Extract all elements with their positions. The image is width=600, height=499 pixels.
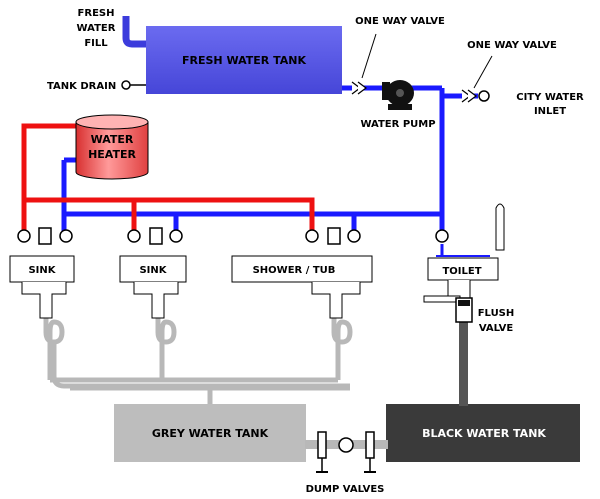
one-way-valve-right-label: ONE WAY VALVE bbox=[467, 40, 557, 51]
city-water-inlet-icon bbox=[478, 90, 490, 102]
faucet-handles bbox=[17, 227, 449, 245]
fresh-water-fill-label-3: FILL bbox=[84, 38, 108, 49]
one-way-valve-right bbox=[461, 55, 493, 103]
flush-valve-label-2: VALVE bbox=[479, 323, 514, 334]
water-heater-icon bbox=[75, 114, 149, 180]
water-heater-label-2: HEATER bbox=[88, 148, 136, 161]
fresh-water-tank-label: FRESH WATER TANK bbox=[182, 54, 306, 67]
sink-2-label: SINK bbox=[139, 265, 167, 276]
fresh-water-fill-pipe bbox=[122, 16, 146, 48]
one-way-valve-left bbox=[351, 33, 377, 95]
grey-water-tank-label: GREY WATER TANK bbox=[152, 427, 269, 440]
city-water-inlet-label-2: INLET bbox=[534, 106, 566, 117]
grey-pipe-extra bbox=[51, 342, 350, 389]
sink-2 bbox=[119, 255, 187, 319]
tank-drain-valve-icon bbox=[121, 80, 131, 90]
flush-valve-icon bbox=[423, 295, 473, 323]
water-heater-label-1: WATER bbox=[91, 133, 134, 146]
city-water-inlet-label-1: CITY WATER bbox=[516, 92, 584, 103]
black-water-tank-label: BLACK WATER TANK bbox=[422, 427, 546, 440]
toilet bbox=[427, 203, 505, 299]
shower-tub-label: SHOWER / TUB bbox=[253, 265, 336, 276]
black-water-tank bbox=[386, 404, 580, 462]
fresh-water-tank bbox=[146, 26, 342, 94]
sink-1 bbox=[9, 255, 75, 319]
toilet-label: TOILET bbox=[442, 266, 481, 277]
tank-drain-label: TANK DRAIN bbox=[47, 81, 116, 92]
black-water-pipe bbox=[459, 322, 468, 406]
grey-water-tank bbox=[114, 404, 306, 462]
fresh-water-fill-label-2: WATER bbox=[77, 23, 116, 34]
water-pump-icon bbox=[382, 80, 414, 110]
shower-tub bbox=[231, 255, 373, 319]
hot-water-piping bbox=[21, 123, 315, 232]
fresh-water-fill-label-1: FRESH bbox=[78, 8, 115, 19]
dump-valves-label: DUMP VALVES bbox=[306, 484, 385, 495]
flush-valve-label-1: FLUSH bbox=[478, 308, 515, 319]
sink-1-label: SINK bbox=[28, 265, 56, 276]
dump-valve-assembly bbox=[305, 431, 388, 473]
water-pump-label: WATER PUMP bbox=[360, 119, 435, 130]
one-way-valve-left-label: ONE WAY VALVE bbox=[355, 16, 445, 27]
